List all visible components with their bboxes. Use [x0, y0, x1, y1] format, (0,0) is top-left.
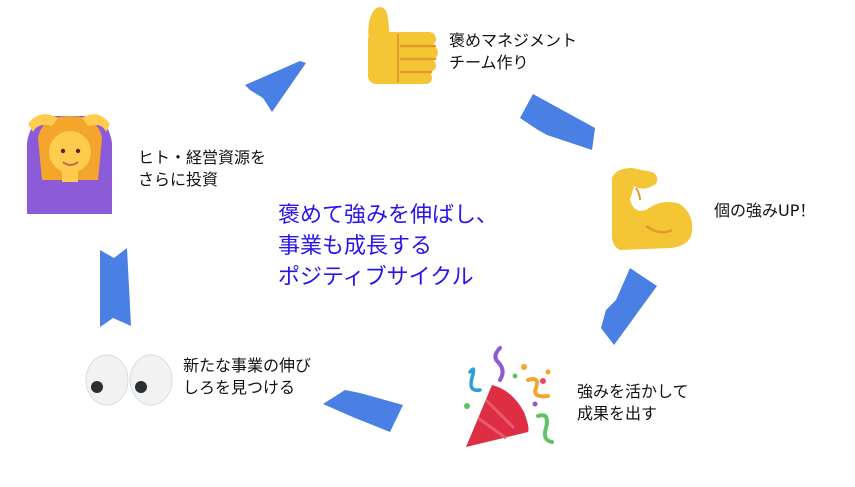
arrow-eyes-to-woman: [100, 248, 131, 327]
node-label-line: 新たな事業の伸び: [183, 356, 312, 375]
party-popper-icon: [464, 346, 554, 447]
node-label-team-building: 褒めマネジメント チーム作り: [449, 30, 577, 74]
node-label-line: さらに投資: [138, 170, 219, 189]
node-label-line: 個の強みUP！: [714, 201, 816, 220]
arrow-woman-to-thumbs: [245, 61, 306, 112]
eyes-icon: [85, 354, 173, 406]
center-caption-line: 褒めて強みを伸ばし、: [278, 203, 499, 228]
thumbs-up-icon: [368, 7, 438, 84]
node-label-results: 強みを活かして 成果を出す: [577, 381, 689, 425]
arrow-party-to-eyes: [323, 390, 403, 432]
node-label-line: 成果を出す: [577, 404, 658, 423]
node-label-line: 褒めマネジメント: [449, 31, 578, 50]
cycle-arrows: [100, 61, 657, 432]
node-label-line: チーム作り: [449, 53, 529, 72]
node-label-line: ヒト・経営資源を: [138, 148, 267, 167]
node-label-line: しろを見つける: [183, 378, 296, 397]
node-label-find-growth: 新たな事業の伸び しろを見つける: [183, 355, 311, 399]
node-label-line: 強みを活かして: [577, 382, 689, 401]
center-caption-line: ポジティブサイクル: [278, 265, 474, 290]
flexed-biceps-icon: [612, 168, 693, 250]
arrow-thumbs-to-muscle: [520, 94, 595, 150]
center-caption-line: 事業も成長する: [278, 234, 433, 259]
woman-ok-gesture-icon: [27, 114, 112, 214]
node-label-invest: ヒト・経営資源を さらに投資: [138, 147, 266, 191]
node-label-strength-up: 個の強みUP！: [714, 200, 815, 222]
center-caption: 褒めて強みを伸ばし、 事業も成長する ポジティブサイクル: [278, 200, 498, 293]
arrow-muscle-to-party: [601, 268, 657, 345]
